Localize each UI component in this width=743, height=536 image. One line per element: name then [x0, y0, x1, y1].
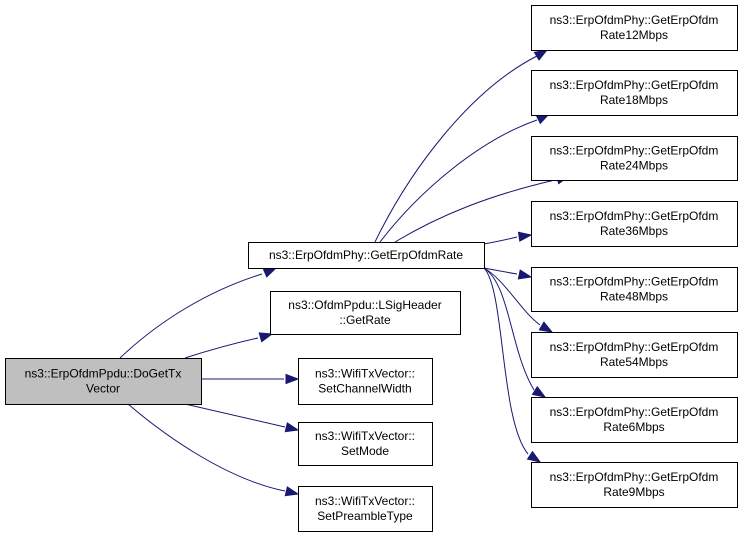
- node-box[interactable]: [298, 486, 433, 532]
- node-label: ns3::WifiTxVector::: [315, 367, 415, 381]
- node-label: SetMode: [341, 444, 389, 458]
- arrowhead-icon: [258, 332, 274, 343]
- node-box[interactable]: [531, 462, 738, 508]
- node-label: Rate6Mbps: [603, 420, 664, 434]
- arrowhead-icon: [531, 385, 547, 398]
- node-label: ns3::ErpOfdmPhy::GetErpOfdm: [550, 78, 719, 92]
- nodes-layer: ns3::ErpOfdmPpdu::DoGetTxVectorns3::ErpO…: [5, 5, 738, 532]
- node-label: Rate18Mbps: [600, 93, 668, 107]
- arrowhead-icon: [526, 450, 542, 463]
- edge-getErpOfdmRate-to-rate9: [483, 267, 529, 455]
- arrowhead-icon: [262, 267, 278, 278]
- node-box[interactable]: [531, 201, 738, 247]
- node-box[interactable]: [5, 358, 202, 405]
- node-label: ns3::WifiTxVector::: [315, 429, 415, 443]
- node-label: ns3::ErpOfdmPhy::GetErpOfdmRate: [269, 248, 463, 262]
- node-label: ns3::OfdmPpdu::LSigHeader: [288, 298, 441, 312]
- node-label: ns3::ErpOfdmPhy::GetErpOfdm: [550, 209, 719, 223]
- node-label: ns3::ErpOfdmPhy::GetErpOfdm: [550, 144, 719, 158]
- node-box[interactable]: [298, 358, 433, 405]
- node-label: ns3::WifiTxVector::: [315, 494, 415, 508]
- edge-getErpOfdmRate-to-rate18: [379, 119, 538, 243]
- arrowhead-icon: [533, 49, 549, 61]
- node-setChannelWidth[interactable]: ns3::WifiTxVector::SetChannelWidth: [298, 358, 433, 405]
- node-box[interactable]: [531, 397, 738, 443]
- node-label: Vector: [86, 382, 120, 396]
- node-label: Rate24Mbps: [600, 159, 668, 173]
- edge-getErpOfdmRate-to-rate24: [394, 179, 556, 243]
- node-label: Rate54Mbps: [600, 355, 668, 369]
- arrowhead-icon: [517, 269, 533, 280]
- node-box[interactable]: [248, 242, 485, 269]
- node-box[interactable]: [270, 291, 461, 335]
- node-box[interactable]: [531, 5, 738, 51]
- edge-getErpOfdmRate-to-rate6: [483, 267, 535, 391]
- node-lsigGetRate[interactable]: ns3::OfdmPpdu::LSigHeader::GetRate: [270, 291, 461, 335]
- edge-root-to-setPreambleType: [127, 403, 286, 492]
- node-label: SetChannelWidth: [318, 382, 411, 396]
- node-label: ns3::ErpOfdmPhy::GetErpOfdm: [550, 275, 719, 289]
- node-label: ::GetRate: [339, 313, 391, 327]
- node-label: ns3::ErpOfdmPhy::GetErpOfdm: [550, 405, 719, 419]
- node-label: Rate9Mbps: [603, 485, 664, 499]
- node-label: ns3::ErpOfdmPhy::GetErpOfdm: [550, 13, 719, 27]
- node-setPreambleType[interactable]: ns3::WifiTxVector::SetPreambleType: [298, 486, 433, 532]
- node-setMode[interactable]: ns3::WifiTxVector::SetMode: [298, 422, 433, 466]
- node-box[interactable]: [531, 136, 738, 181]
- node-label: Rate12Mbps: [600, 28, 668, 42]
- node-label: ns3::ErpOfdmPhy::GetErpOfdm: [550, 470, 719, 484]
- arrowhead-icon: [284, 422, 300, 433]
- edge-root-to-lsigGetRate: [184, 337, 259, 359]
- node-label: ns3::ErpOfdmPhy::GetErpOfdm: [550, 340, 719, 354]
- edge-root-to-setMode: [184, 403, 286, 428]
- edge-getErpOfdmRate-to-rate36: [483, 236, 518, 245]
- node-box[interactable]: [531, 70, 738, 116]
- node-label: ns3::ErpOfdmPpdu::DoGetTx: [25, 367, 182, 381]
- node-box[interactable]: [531, 267, 738, 312]
- node-getErpOfdmRate[interactable]: ns3::ErpOfdmPhy::GetErpOfdmRate: [248, 242, 485, 269]
- arrowhead-icon: [284, 486, 300, 497]
- node-label: Rate36Mbps: [600, 224, 668, 238]
- node-label: Rate48Mbps: [600, 290, 668, 304]
- node-label: SetPreambleType: [317, 509, 413, 523]
- edge-root-to-getErpOfdmRate: [119, 273, 263, 359]
- arrowhead-icon: [285, 373, 300, 385]
- node-box[interactable]: [298, 422, 433, 466]
- node-box[interactable]: [531, 332, 738, 378]
- edge-getErpOfdmRate-to-rate12: [374, 55, 538, 243]
- edge-getErpOfdmRate-to-rate48: [483, 267, 518, 275]
- arrowhead-icon: [538, 321, 554, 333]
- arrowhead-icon: [517, 231, 533, 242]
- edge-getErpOfdmRate-to-rate54: [483, 267, 541, 326]
